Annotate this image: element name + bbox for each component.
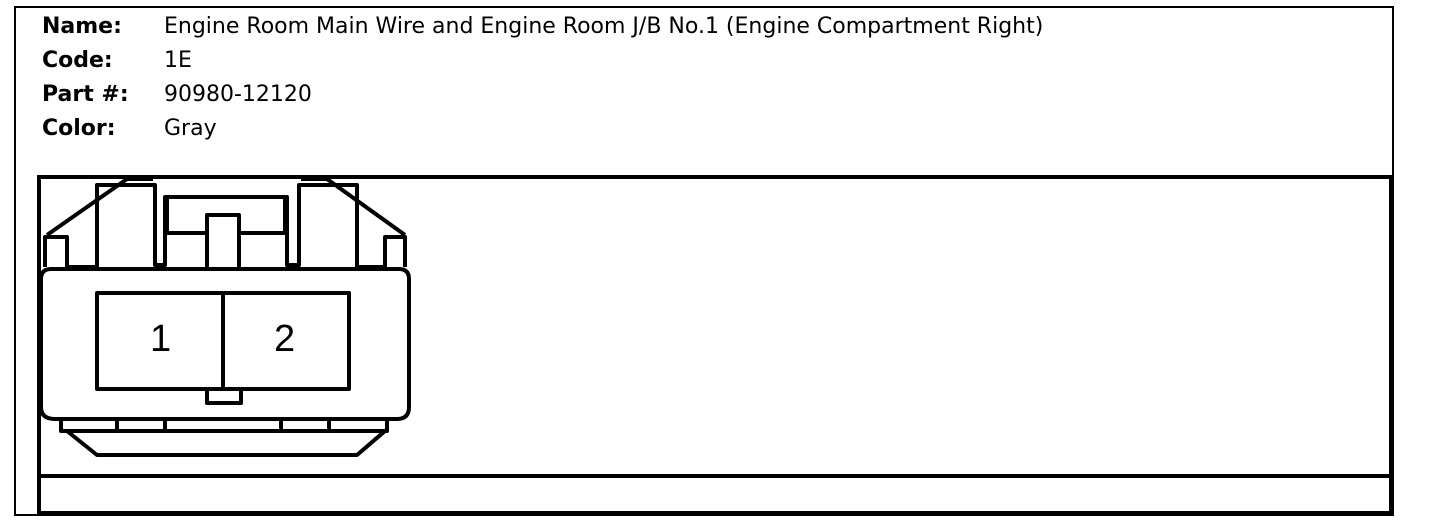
name-value: Engine Room Main Wire and Engine Room J/…: [164, 14, 1044, 39]
connector-key: [205, 387, 243, 405]
code-label: Code:: [42, 48, 113, 73]
connector-skirt: [59, 419, 389, 433]
pin-label-1: 1: [150, 318, 172, 360]
connector-body: [39, 267, 411, 421]
connector-shoulder-left: [45, 177, 153, 237]
color-value: Gray: [164, 116, 217, 141]
pin-label-2: 2: [274, 318, 296, 360]
connector-latch-center: [205, 233, 241, 267]
color-label: Color:: [42, 116, 116, 141]
part-label: Part #:: [42, 82, 129, 107]
pin-cavity-2: [221, 291, 351, 391]
panel-divider: [37, 474, 1393, 478]
connector-skirt-ribs: [115, 419, 331, 431]
connector-face-diagram: [39, 177, 411, 457]
connector-card: [14, 6, 1394, 516]
name-label: Name:: [42, 14, 122, 39]
connector-latch: [165, 199, 287, 235]
code-value: 1E: [164, 48, 192, 73]
connector-shoulder-right: [301, 177, 407, 237]
connector-bottom: [65, 429, 387, 457]
part-value: 90980-12120: [164, 82, 312, 107]
